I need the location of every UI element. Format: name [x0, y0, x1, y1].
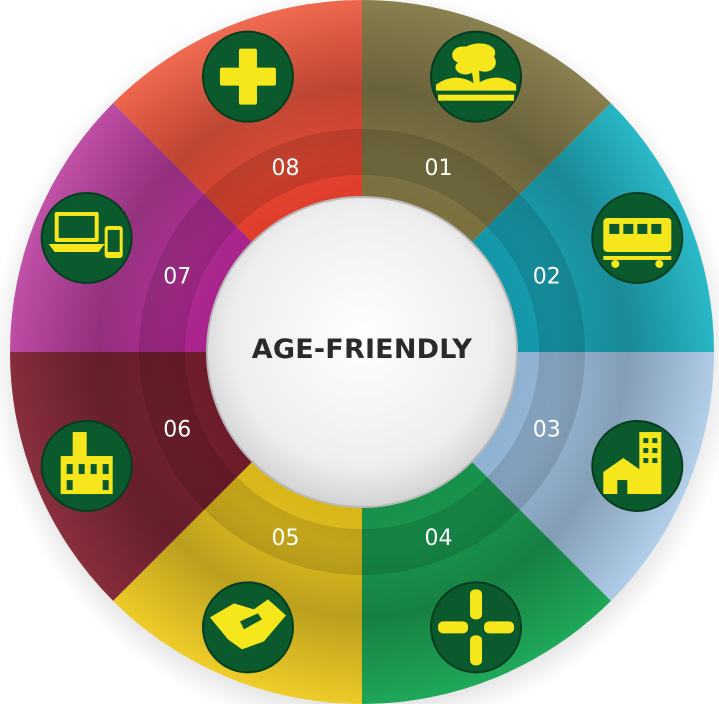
hub-title: AGE-FRIENDLY — [252, 334, 473, 365]
segment-number-07: 07 — [163, 264, 191, 289]
park-bridge-icon — [430, 30, 523, 123]
segment-number-04: 04 — [425, 526, 453, 551]
housing-icon — [591, 420, 684, 513]
segment-number-03: 03 — [533, 418, 561, 443]
icon-disc — [591, 420, 684, 513]
housing-icon-glyph — [603, 432, 662, 495]
icons-layer — [40, 30, 684, 674]
segment-number-06: 06 — [163, 418, 191, 443]
laptop-phone-icon-glyph — [48, 211, 123, 258]
health-cross-icon-glyph — [219, 48, 276, 105]
labels-layer: 01 02 03 04 05 06 07 08 — [163, 156, 561, 551]
train-icon-glyph — [603, 217, 672, 268]
inner-ring-band — [139, 129, 585, 575]
segment-number-02: 02 — [533, 264, 561, 289]
icon-disc — [430, 581, 523, 674]
segment-number-01: 01 — [425, 156, 453, 181]
train-icon — [591, 191, 684, 284]
segment-number-05: 05 — [271, 526, 299, 551]
laptop-phone-icon — [40, 191, 133, 284]
joined-hands-icon — [430, 581, 523, 674]
handshake-icon — [201, 581, 294, 674]
hub-circle — [206, 196, 518, 508]
joined-hands-icon-glyph — [438, 589, 515, 666]
health-cross-icon — [201, 30, 294, 123]
handshake-icon-glyph — [209, 599, 286, 650]
segment-number-08: 08 — [271, 156, 299, 181]
civic-building-icon — [40, 420, 133, 513]
park-bridge-icon-glyph — [436, 43, 517, 101]
civic-building-icon-glyph — [60, 432, 113, 495]
